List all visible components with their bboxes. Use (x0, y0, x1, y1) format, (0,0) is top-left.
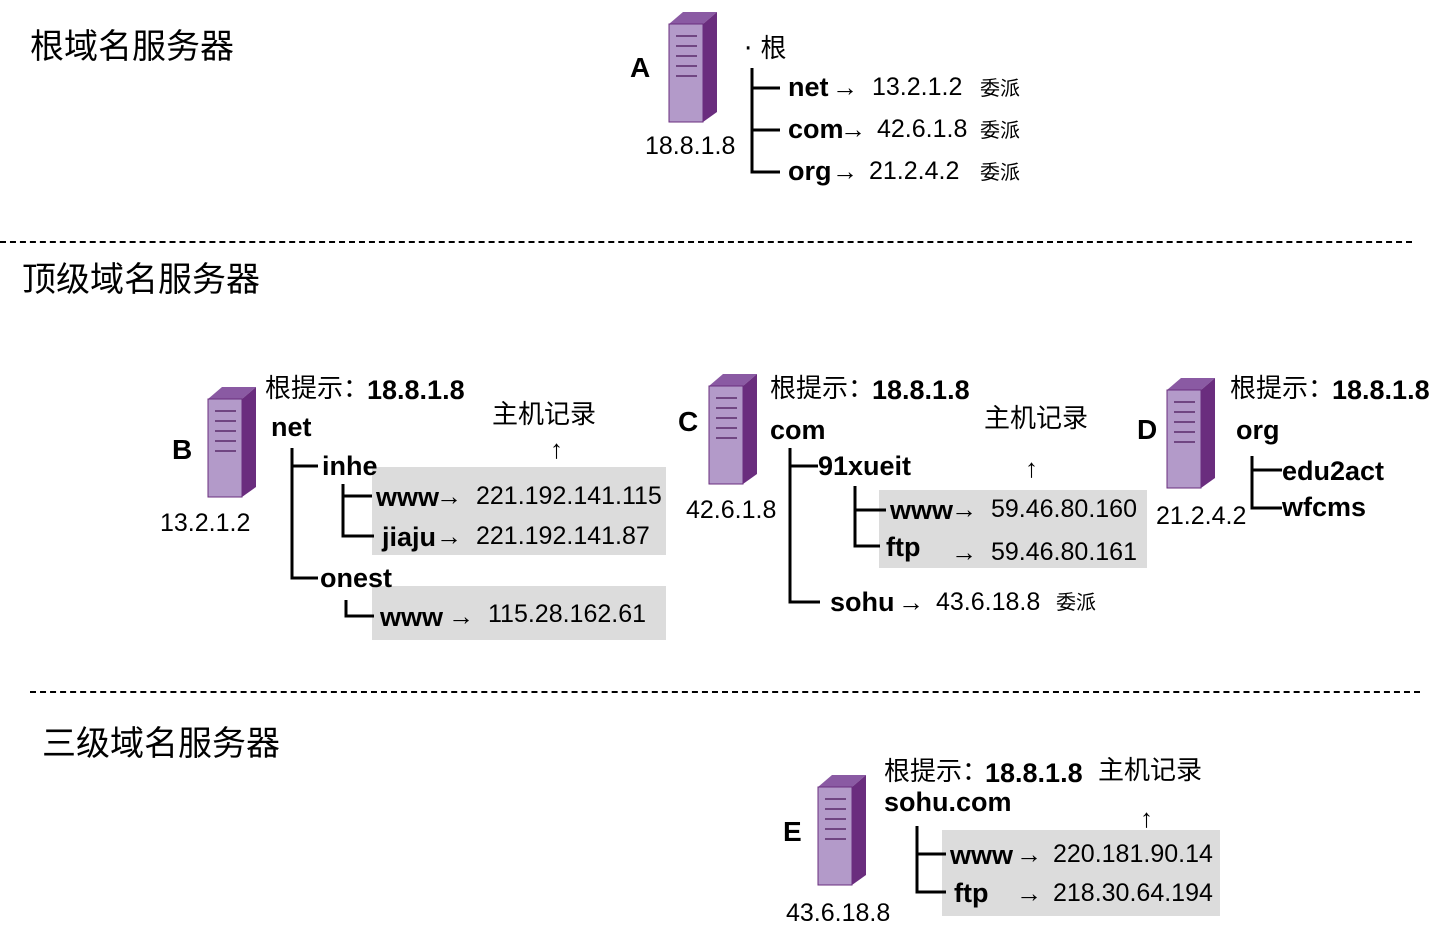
e-hint-label: 根提示： (884, 757, 989, 787)
d-hint-label: 根提示： (1230, 374, 1335, 404)
server-icon-a (668, 12, 717, 123)
root-level-title: 根域名服务器 (30, 27, 234, 67)
e-record-name: www (950, 840, 1014, 870)
b-record-ip: 115.28.162.61 (488, 600, 647, 628)
b-record-arrow: → (436, 481, 462, 511)
a-record-note: 委派 (980, 160, 1020, 184)
server-c-label: C (678, 406, 699, 437)
b-hint-ip: 18.8.1.8 (367, 375, 465, 405)
a-record-arrow: → (840, 114, 866, 144)
a-record-ip: 42.6.1.8 (877, 115, 968, 143)
b-record-ip: 221.192.141.115 (476, 482, 662, 510)
server-b-label: B (172, 434, 193, 465)
d-hint-ip: 18.8.1.8 (1332, 375, 1430, 405)
b-child-name: onest (320, 563, 393, 593)
c-child-name: 91xueit (818, 451, 912, 481)
server-a-label: A (630, 52, 651, 83)
d-child-name: edu2act (1282, 456, 1385, 486)
e-record-ip: 220.181.90.14 (1053, 840, 1213, 868)
b-record-arrow: → (436, 521, 462, 551)
server-b-ip: 13.2.1.2 (160, 509, 251, 537)
e-up-arrow: ↑ (1140, 803, 1153, 833)
a-record-name: com (788, 114, 844, 144)
a-record-arrow: → (832, 156, 858, 186)
record-box-91xueit (879, 490, 1147, 568)
b-zone: net (271, 412, 312, 442)
root-node-label: · 根 (744, 34, 787, 64)
c-delegation-ip: 43.6.18.8 (936, 588, 1041, 616)
c-up-arrow: ↑ (1025, 453, 1038, 483)
d-zone: org (1236, 415, 1280, 445)
c-record-arrow: → (951, 537, 977, 567)
server-a-ip: 18.8.1.8 (645, 132, 736, 160)
server-e-label: E (783, 816, 802, 847)
server-icon-c (708, 374, 757, 485)
b-hint-label: 根提示： (265, 374, 370, 404)
e-zone: sohu.com (884, 787, 1012, 817)
record-box-onest (372, 586, 666, 640)
b-record-ip: 221.192.141.87 (476, 522, 650, 550)
server-d-label: D (1137, 414, 1158, 445)
b-record-name: jiaju (382, 522, 437, 552)
c-record-arrow: → (951, 494, 977, 524)
e-record-name: ftp (954, 878, 989, 908)
e-record-ip: 218.30.64.194 (1053, 879, 1213, 907)
c-record-name: ftp (886, 532, 921, 562)
c-record-ip: 59.46.80.161 (991, 538, 1137, 566)
server-e-ip: 43.6.18.8 (786, 899, 891, 927)
separator-tld-third (30, 691, 1420, 693)
c-delegation-name: sohu (830, 587, 895, 617)
c-record-name: www (890, 495, 954, 525)
a-record-note: 委派 (980, 118, 1020, 142)
a-record-ip: 13.2.1.2 (872, 73, 963, 101)
a-record-arrow: → (832, 72, 858, 102)
tld-level-title: 顶级域名服务器 (22, 260, 260, 300)
b-record-name: www (380, 602, 444, 632)
b-record-name: www (376, 482, 440, 512)
b-child-name: inhe (322, 451, 378, 481)
c-host-record-label: 主机记录 (984, 404, 1089, 434)
a-record-ip: 21.2.4.2 (869, 157, 960, 185)
e-host-record-label: 主机记录 (1098, 756, 1203, 786)
e-record-arrow: → (1016, 878, 1042, 908)
b-host-record-label: 主机记录 (492, 400, 597, 430)
c-hint-label: 根提示： (770, 374, 875, 404)
server-d-ip: 21.2.4.2 (1156, 502, 1247, 530)
c-hint-ip: 18.8.1.8 (872, 375, 970, 405)
b-record-arrow: → (448, 601, 474, 631)
d-child-name: wfcms (1282, 492, 1367, 522)
c-delegation-arrow: → (898, 587, 924, 617)
c-delegation-note: 委派 (1056, 590, 1096, 614)
b-up-arrow: ↑ (550, 434, 563, 464)
a-record-name: net (788, 72, 829, 102)
third-level-title: 三级域名服务器 (42, 724, 280, 764)
server-c-ip: 42.6.1.8 (686, 496, 777, 524)
e-record-arrow: → (1016, 839, 1042, 869)
c-record-ip: 59.46.80.160 (991, 495, 1137, 523)
c-zone: com (770, 415, 826, 445)
a-record-name: org (788, 156, 832, 186)
e-hint-ip: 18.8.1.8 (985, 758, 1083, 788)
server-icon-e (817, 775, 866, 886)
a-record-note: 委派 (980, 76, 1020, 100)
record-box-sohu (942, 830, 1220, 916)
separator-root-tld (0, 241, 1412, 243)
record-box-inhe (372, 467, 666, 555)
server-icon-b (207, 387, 256, 498)
server-icon-d (1166, 378, 1215, 489)
